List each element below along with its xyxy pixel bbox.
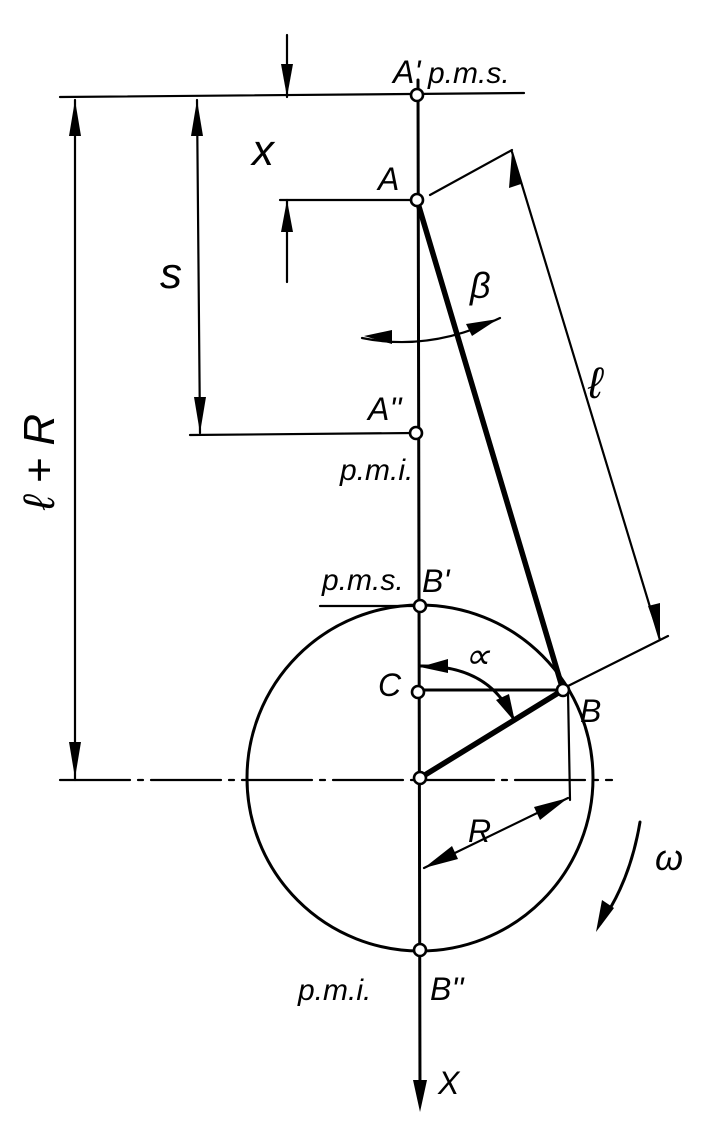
l-extension-top [428, 148, 514, 197]
label-b-double: B'' [430, 971, 465, 1007]
label-x-small: x [250, 126, 276, 175]
label-x-axis: X [437, 1065, 461, 1101]
label-a: A [376, 161, 399, 197]
label-omega: ω [655, 837, 683, 878]
dim-s-arrow-bottom [194, 397, 206, 433]
x-axis-arrowhead [413, 1080, 427, 1112]
point-a [409, 192, 425, 208]
beta-arrow-left [364, 330, 392, 344]
dim-s-line [195, 98, 202, 435]
omega-arrowhead [596, 900, 614, 932]
label-pmi-bottom: p.m.i. [297, 974, 371, 1007]
tdc-line-top [58, 91, 526, 99]
point-a-double [408, 425, 424, 441]
label-a-prime: A' [391, 54, 422, 90]
point-b-prime [412, 598, 428, 614]
point-b-double [412, 942, 428, 958]
b-projection-line [566, 690, 572, 802]
label-s: s [160, 249, 182, 298]
dim-s-arrow-top [191, 100, 203, 136]
dim-r-arrow-right [534, 798, 568, 820]
label-c: C [378, 667, 402, 703]
label-pms-b: p.m.s. [321, 564, 404, 597]
label-r: R [468, 813, 491, 849]
point-b [555, 682, 571, 698]
point-a-prime [409, 87, 425, 103]
dim-x-arrow-top [281, 64, 293, 97]
point-c [410, 684, 426, 700]
crank-arm [417, 687, 566, 781]
dim-l-arrow-bottom [648, 603, 660, 640]
vertical-axis [416, 78, 422, 1102]
dim-l-arrow-top [509, 152, 521, 188]
bdc-line-mid [188, 431, 416, 437]
alpha-arrow-start [420, 659, 448, 673]
label-pmi-mid: p.m.i. [339, 454, 413, 487]
label-b-prime: B' [422, 563, 451, 599]
label-b: B [580, 693, 601, 729]
connecting-rod [414, 197, 566, 693]
point-crank-centre [412, 770, 428, 786]
dim-l-plus-r-arrow-bottom [69, 742, 81, 778]
l-extension-bottom [566, 634, 670, 688]
beta-arrow-right [466, 319, 498, 336]
label-l: ℓ [587, 359, 604, 408]
alpha-arrow-end [496, 694, 515, 722]
dim-l-line [510, 150, 662, 642]
label-alpha: ∝ [464, 635, 491, 676]
dim-l-plus-r-arrow-top [69, 100, 81, 136]
dim-r-arrow-left [424, 846, 458, 868]
label-a-double: A'' [366, 391, 403, 427]
dim-x-arrow-bottom [281, 200, 293, 232]
label-l-plus-r: ℓ + R [15, 414, 64, 511]
label-pms-top: p.m.s. [427, 57, 510, 90]
label-beta: β [469, 265, 491, 306]
